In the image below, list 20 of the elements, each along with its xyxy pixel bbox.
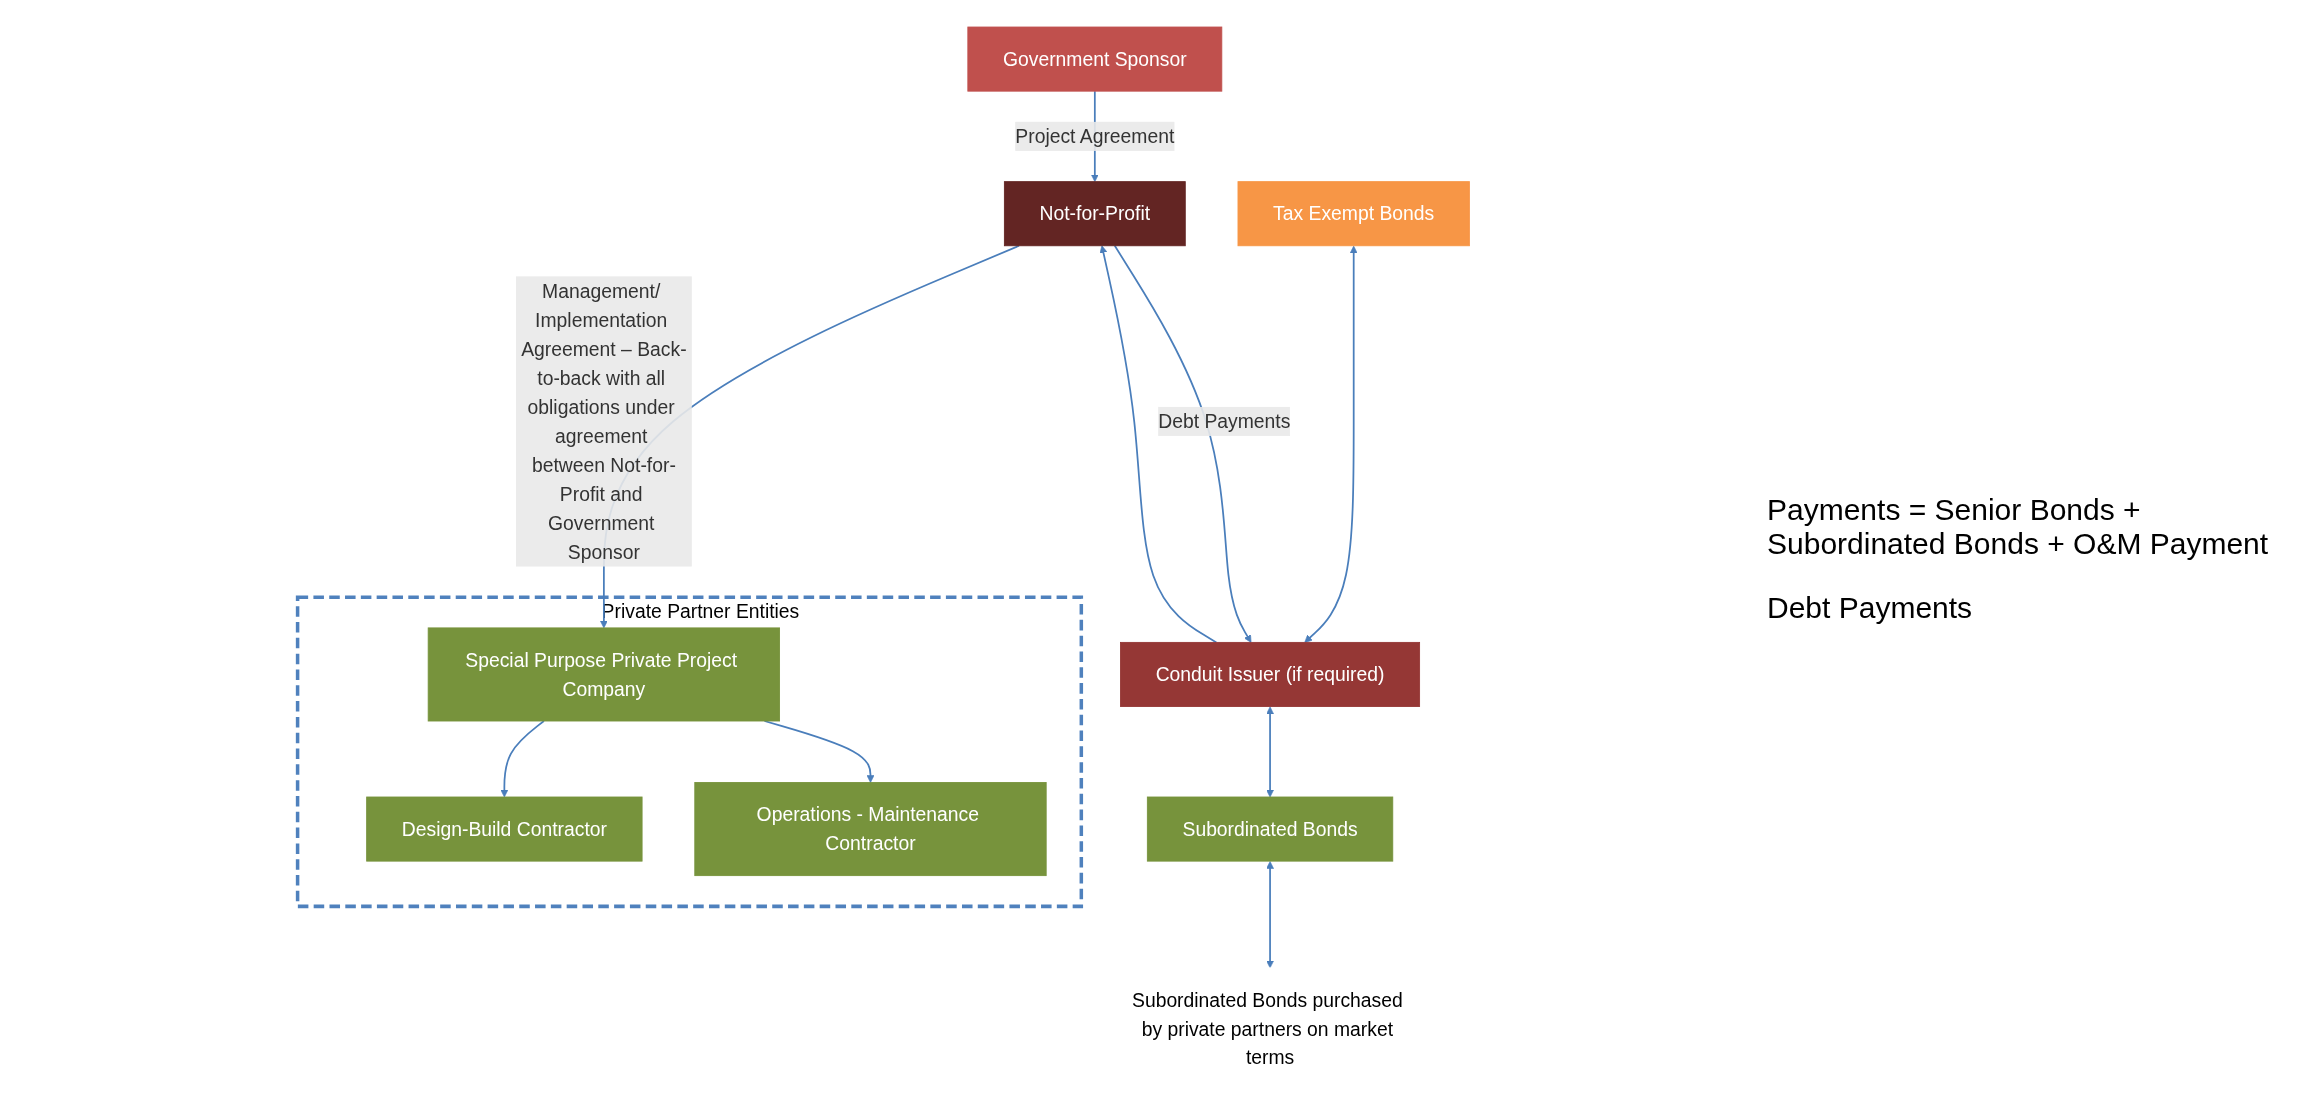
edge-label: Management/ Implementation Agreement – Back-to-back with all obligations under agreement between Not-for-Profit and Government Sponsor [521,280,687,563]
edge-label: Project Agreement [1015,125,1175,148]
node-box: Subordinated Bonds [1146,796,1394,862]
node-text: Subordinated Bonds purchased by private partners on market terms [1131,988,1403,1069]
node-box: Government Sponsor [967,26,1223,92]
arrow [1266,706,1274,798]
arrow [1113,244,1252,643]
edge-label: Debt Payments [1158,410,1291,433]
arrow [1099,245,1218,644]
arrow [1304,245,1358,643]
node-box: Design-Build Contractor [366,796,643,862]
node-box: Special Purpose Private Project Company [427,627,780,722]
node-box: Tax Exempt Bonds [1237,181,1470,247]
arrow [1266,861,1274,969]
node-box: Operations - Maintenance Contractor [694,782,1047,877]
node-box: Conduit Issuer (if required) [1120,641,1421,707]
node-box: Not-for-Profit [1003,181,1186,247]
note-text: Payments = Senior Bonds + Subordinated Bonds + O&M Payment [1767,492,2270,561]
note-text: Debt Payments [1767,590,1974,625]
arrow [500,720,545,798]
